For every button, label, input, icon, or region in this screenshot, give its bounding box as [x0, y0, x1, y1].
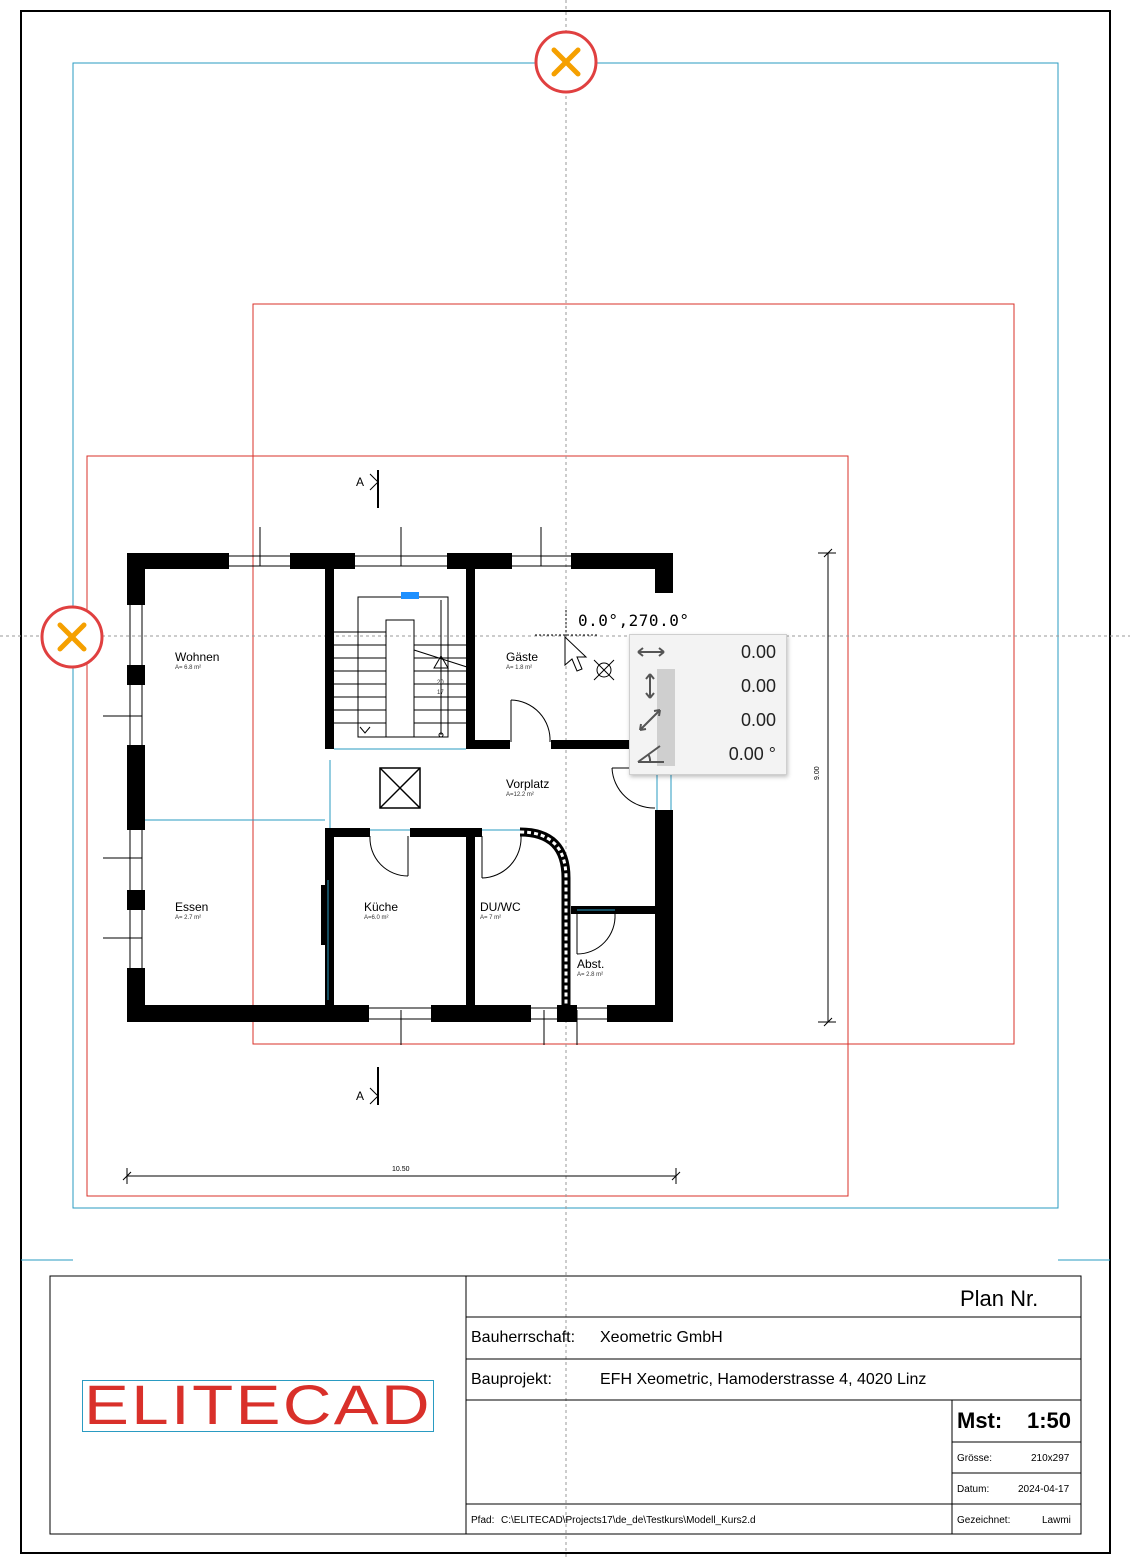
title-block	[49, 1275, 1082, 1535]
floor-plan[interactable]	[103, 527, 673, 1045]
section-mark-top[interactable]	[369, 470, 379, 508]
drawn-label: Gezeichnet:	[957, 1515, 1011, 1526]
panel-strip	[657, 669, 675, 766]
date-label: Datum:	[957, 1484, 990, 1495]
section-letter-top: A	[356, 475, 365, 489]
section-letter-bottom: A	[356, 1089, 365, 1103]
doors	[369, 699, 656, 955]
room-label-kueche[interactable]: Küche	[364, 900, 399, 914]
scale-label: Mst:	[957, 1408, 1003, 1433]
coord-dx-value[interactable]: 0.00	[740, 642, 776, 662]
dimension-width-label: 10.50	[392, 1166, 410, 1173]
coord-dy-value[interactable]: 0.00	[740, 676, 776, 696]
cursor-angle-readout: 0.0°,270.0°	[578, 611, 690, 630]
coord-row-dy[interactable]: 0.00	[630, 669, 786, 703]
blue-marker	[401, 592, 419, 599]
room-area-kueche: A=6.0 m²	[364, 915, 389, 921]
size-value[interactable]: 210x297	[1031, 1453, 1070, 1464]
paper-border	[20, 10, 1111, 1554]
room-label-du-wc[interactable]: DU/WC	[480, 900, 521, 914]
path-value: C:\ELITECAD\Projects17\de_de\Testkurs\Mo…	[501, 1515, 756, 1526]
angle-icon	[637, 745, 664, 763]
coord-distance-value[interactable]: 0.00	[740, 710, 776, 730]
view-frame-large[interactable]	[86, 455, 849, 1197]
close-icon[interactable]	[534, 30, 598, 94]
dimension-horizontal[interactable]	[122, 1168, 681, 1184]
room-label-gaeste[interactable]: Gäste	[506, 650, 539, 664]
coord-row-dist[interactable]: 0.00	[630, 703, 786, 737]
project-value[interactable]: EFH Xeometric, Hamoderstrasse 4, 4020 Li…	[600, 1371, 927, 1388]
stair-label-a: 20	[437, 680, 444, 686]
dimension-height-label: 9.00	[814, 766, 821, 780]
section-mark-bottom[interactable]	[369, 1067, 379, 1105]
diagonal-arrow-icon	[639, 709, 661, 731]
room-area-vorplatz: A=12.2 m²	[506, 792, 534, 798]
vertical-arrow-icon	[645, 673, 655, 699]
project-label: Bauprojekt:	[471, 1371, 552, 1388]
room-label-wohnen[interactable]: Wohnen	[175, 650, 220, 664]
room-area-abst: A= 2.8 m²	[577, 972, 604, 978]
cursor-arrow-icon	[564, 635, 588, 672]
coord-row-dx[interactable]: 0.00	[630, 635, 786, 669]
room-area-essen: A= 2.7 m²	[175, 915, 202, 921]
horizontal-arrow-icon	[637, 647, 665, 657]
scale-value[interactable]: 1:50	[1027, 1408, 1072, 1433]
room-label-essen[interactable]: Essen	[175, 900, 209, 914]
client-value[interactable]: Xeometric GmbH	[600, 1329, 723, 1346]
view-frame-moved[interactable]	[252, 303, 1015, 1045]
room-area-gaeste: A= 1.8 m²	[506, 665, 533, 671]
path-label: Pfad:	[471, 1515, 495, 1526]
elitecad-logo: ELITECAD	[82, 1380, 434, 1432]
date-value[interactable]: 2024-04-17	[1018, 1484, 1070, 1495]
room-label-abst[interactable]: Abst.	[577, 957, 605, 971]
close-icon[interactable]	[40, 605, 104, 669]
plan-nr-label: Plan Nr.	[960, 1286, 1039, 1311]
coord-row-angle[interactable]: 0.00 °	[630, 737, 786, 771]
room-label-vorplatz[interactable]: Vorplatz	[506, 777, 550, 791]
chimney-symbol	[379, 767, 421, 809]
stair-label-b: 17	[437, 690, 444, 696]
svg-text:ELITECAD: ELITECAD	[84, 1380, 432, 1432]
coordinate-input-panel[interactable]: 0.00 0.00 0.00 0.00 °	[629, 634, 787, 775]
room-area-du-wc: A= 7 m²	[480, 915, 502, 921]
snap-point-icon	[593, 659, 615, 681]
room-area-wohnen: A= 6.8 m²	[175, 665, 202, 671]
client-label: Bauherrschaft:	[471, 1329, 576, 1346]
drawn-value[interactable]: Lawmi	[1042, 1515, 1071, 1526]
snap-crosshair	[535, 610, 598, 636]
size-label: Grösse:	[957, 1453, 993, 1464]
staircase	[334, 596, 471, 738]
dimension-vertical[interactable]	[818, 548, 836, 1027]
coord-angle-value[interactable]: 0.00 °	[728, 744, 776, 764]
